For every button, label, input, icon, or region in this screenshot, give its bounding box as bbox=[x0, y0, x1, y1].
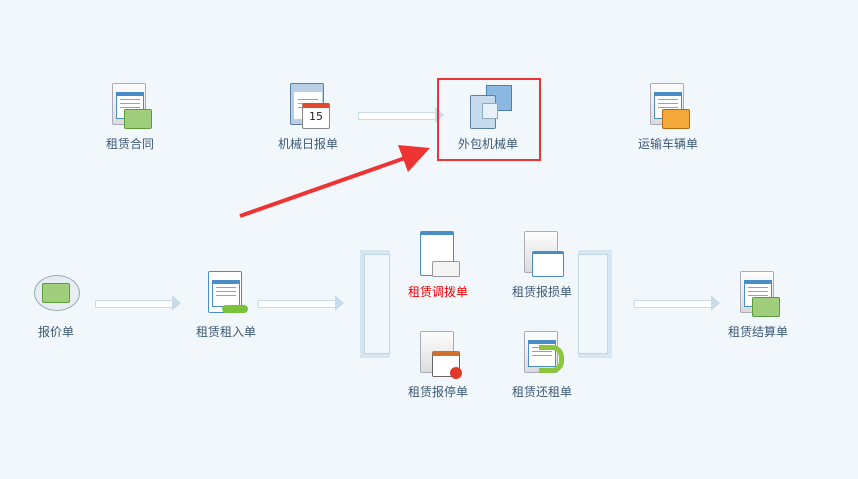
node-transport-vehicle[interactable]: 运输车辆单 bbox=[613, 83, 723, 152]
node-label: 租赁还租单 bbox=[511, 385, 572, 399]
transfer-icon bbox=[414, 231, 462, 279]
node-rental-contract[interactable]: 租赁合同 bbox=[75, 83, 185, 152]
node-label: 租赁报停单 bbox=[407, 385, 468, 399]
node-label: 租赁租入单 bbox=[195, 325, 256, 339]
node-rental-return[interactable]: 租赁还租单 bbox=[487, 331, 597, 400]
flow-arrow bbox=[95, 295, 181, 311]
return-icon bbox=[518, 331, 566, 379]
calendar-report-icon: 15 bbox=[284, 83, 332, 131]
node-label: 租赁合同 bbox=[105, 137, 154, 151]
flow-arrow bbox=[634, 295, 720, 311]
node-machine-daily-report[interactable]: 15 机械日报单 bbox=[253, 83, 363, 152]
node-rental-transfer[interactable]: 租赁调拨单 bbox=[383, 231, 493, 300]
node-label: 机械日报单 bbox=[277, 137, 338, 151]
rental-in-icon bbox=[202, 271, 250, 319]
node-label: 租赁调拨单 bbox=[407, 285, 468, 299]
quotation-bubble-icon bbox=[32, 271, 80, 319]
node-label: 运输车辆单 bbox=[637, 137, 698, 151]
contract-icon bbox=[106, 83, 154, 131]
node-label: 租赁报损单 bbox=[511, 285, 572, 299]
node-label: 租赁结算单 bbox=[727, 325, 788, 339]
node-quotation[interactable]: 报价单 bbox=[1, 271, 111, 340]
suspend-calendar-icon bbox=[414, 331, 462, 379]
flow-arrow bbox=[258, 295, 344, 311]
highlight-box bbox=[437, 78, 541, 161]
truck-document-icon bbox=[644, 83, 692, 131]
node-label: 外包机械单 bbox=[457, 137, 518, 151]
outsource-icon bbox=[464, 83, 512, 131]
node-rental-suspend[interactable]: 租赁报停单 bbox=[383, 331, 493, 400]
group-bracket-right bbox=[578, 250, 612, 358]
node-outsourced-machine[interactable]: 外包机械单 bbox=[433, 83, 543, 152]
settlement-icon bbox=[734, 271, 782, 319]
group-bracket-left bbox=[360, 250, 390, 358]
damage-form-icon bbox=[518, 231, 566, 279]
node-rental-in[interactable]: 租赁租入单 bbox=[171, 271, 281, 340]
node-rental-damage[interactable]: 租赁报损单 bbox=[487, 231, 597, 300]
node-label: 报价单 bbox=[37, 325, 74, 339]
flow-arrow bbox=[358, 107, 444, 123]
node-rental-settlement[interactable]: 租赁结算单 bbox=[703, 271, 813, 340]
